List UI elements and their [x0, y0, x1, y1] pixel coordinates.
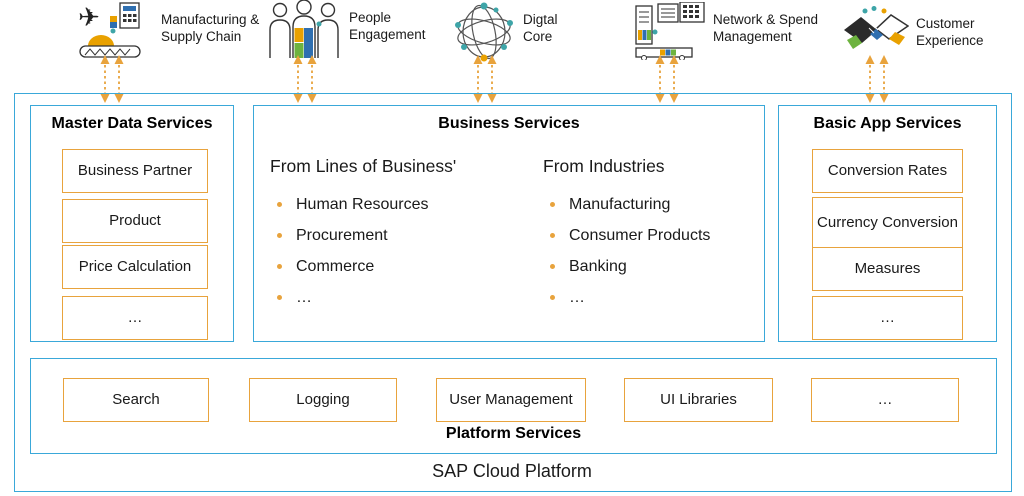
- platform-item-user-management: User Management: [436, 378, 586, 422]
- label-line: Network & Spend: [713, 12, 819, 27]
- basic-item-more: …: [812, 296, 963, 340]
- master-item-price-calculation: Price Calculation: [62, 245, 208, 289]
- people-engagement-icon: [269, 0, 339, 58]
- label-line: Manufacturing &: [161, 12, 260, 27]
- dotted-arrow: [865, 55, 875, 103]
- bullet-icon: [277, 264, 282, 269]
- bullet-icon: [277, 295, 282, 300]
- icon-group-people: People Engagement: [266, 0, 426, 58]
- list-item: …: [270, 282, 456, 313]
- label-line: Core: [523, 29, 553, 44]
- dotted-arrow: [307, 55, 317, 103]
- icon-group-network-spend: Network & Spend Management: [634, 2, 818, 60]
- platform-item-more: …: [811, 378, 959, 422]
- platform-item-logging: Logging: [249, 378, 397, 422]
- business-column-lines-of-business: From Lines of Business' Human Resources …: [270, 156, 456, 313]
- bullet-icon: [550, 295, 555, 300]
- label-line: Experience: [916, 33, 984, 48]
- master-item-more: …: [62, 296, 208, 340]
- list-item: Procurement: [270, 220, 456, 251]
- dotted-arrow: [655, 55, 665, 103]
- bullet-icon: [550, 202, 555, 207]
- basic-item-measures: Measures: [812, 247, 963, 291]
- label-line: Supply Chain: [161, 29, 242, 44]
- list-item-label: Commerce: [296, 257, 375, 275]
- master-data-services-box: Master Data Services Business Partner Pr…: [30, 105, 234, 342]
- basic-item-currency-conversion: Currency Conversion: [812, 197, 963, 249]
- dotted-arrow: [293, 55, 303, 103]
- label-line: People: [349, 10, 392, 25]
- manufacturing-supply-chain-icon: ✈: [78, 2, 141, 58]
- bullet-icon: [550, 233, 555, 238]
- dotted-arrow: [100, 55, 110, 103]
- label-line: Management: [713, 29, 792, 44]
- column-heading: From Industries: [543, 156, 665, 176]
- platform-services-title: Platform Services: [445, 425, 582, 442]
- basic-app-services-box: Basic App Services Conversion Rates Curr…: [778, 105, 997, 342]
- icon-label-digital-core: Digtal Core: [523, 11, 558, 45]
- platform-item-search: Search: [63, 378, 209, 422]
- list-item-label: Consumer Products: [569, 226, 711, 244]
- icon-group-customer-experience: Customer Experience: [843, 6, 984, 60]
- business-services-title: Business Services: [438, 115, 580, 132]
- svg-text:✈: ✈: [78, 3, 100, 33]
- list-item: Consumer Products: [543, 220, 710, 251]
- handshake-icon: [844, 6, 909, 49]
- dotted-arrow: [114, 55, 124, 103]
- list-item: Banking: [543, 251, 710, 282]
- list-item-label: …: [569, 288, 585, 306]
- label-line: Customer: [916, 16, 975, 31]
- network-spend-management-icon: [635, 2, 705, 60]
- list-item-label: …: [296, 288, 312, 306]
- platform-services-box: Search Logging User Management UI Librar…: [30, 358, 997, 454]
- icon-group-manufacturing: ✈ Manufacturing & Supply Chain: [78, 2, 259, 60]
- bullet-icon: [277, 202, 282, 207]
- list-item-label: Human Resources: [296, 195, 429, 213]
- industries-list: Manufacturing Consumer Products Banking …: [543, 189, 710, 313]
- business-services-box: Business Services From Lines of Business…: [253, 105, 765, 342]
- basic-app-services-title: Basic App Services: [813, 115, 962, 132]
- list-item-label: Procurement: [296, 226, 388, 244]
- basic-item-conversion-rates: Conversion Rates: [812, 149, 963, 193]
- list-item: Human Resources: [270, 189, 456, 220]
- business-column-industries: From Industries Manufacturing Consumer P…: [543, 156, 710, 313]
- list-item-label: Manufacturing: [569, 195, 671, 213]
- dotted-arrow: [473, 55, 483, 103]
- icon-label-people: People Engagement: [349, 9, 426, 43]
- column-heading: From Lines of Business': [270, 156, 457, 176]
- master-item-product: Product: [62, 199, 208, 243]
- label-line: Engagement: [349, 27, 426, 42]
- dotted-arrow: [487, 55, 497, 103]
- sap-cloud-platform-label: SAP Cloud Platform: [432, 461, 592, 481]
- lines-of-business-list: Human Resources Procurement Commerce …: [270, 189, 456, 313]
- icon-label-manufacturing: Manufacturing & Supply Chain: [161, 11, 259, 45]
- master-item-business-partner: Business Partner: [62, 149, 208, 193]
- master-data-services-title: Master Data Services: [51, 115, 213, 132]
- label-line: Digtal: [523, 12, 558, 27]
- list-item: Commerce: [270, 251, 456, 282]
- icon-label-customer-experience: Customer Experience: [916, 15, 984, 49]
- dotted-arrow: [879, 55, 889, 103]
- digital-core-icon: [455, 2, 513, 62]
- list-item: Manufacturing: [543, 189, 710, 220]
- icon-group-digital-core: Digtal Core: [452, 2, 558, 62]
- bullet-icon: [550, 264, 555, 269]
- dotted-arrow: [669, 55, 679, 103]
- list-item-label: Banking: [569, 257, 627, 275]
- platform-item-ui-libraries: UI Libraries: [624, 378, 773, 422]
- list-item: …: [543, 282, 710, 313]
- bullet-icon: [277, 233, 282, 238]
- icon-label-network-spend: Network & Spend Management: [713, 11, 818, 45]
